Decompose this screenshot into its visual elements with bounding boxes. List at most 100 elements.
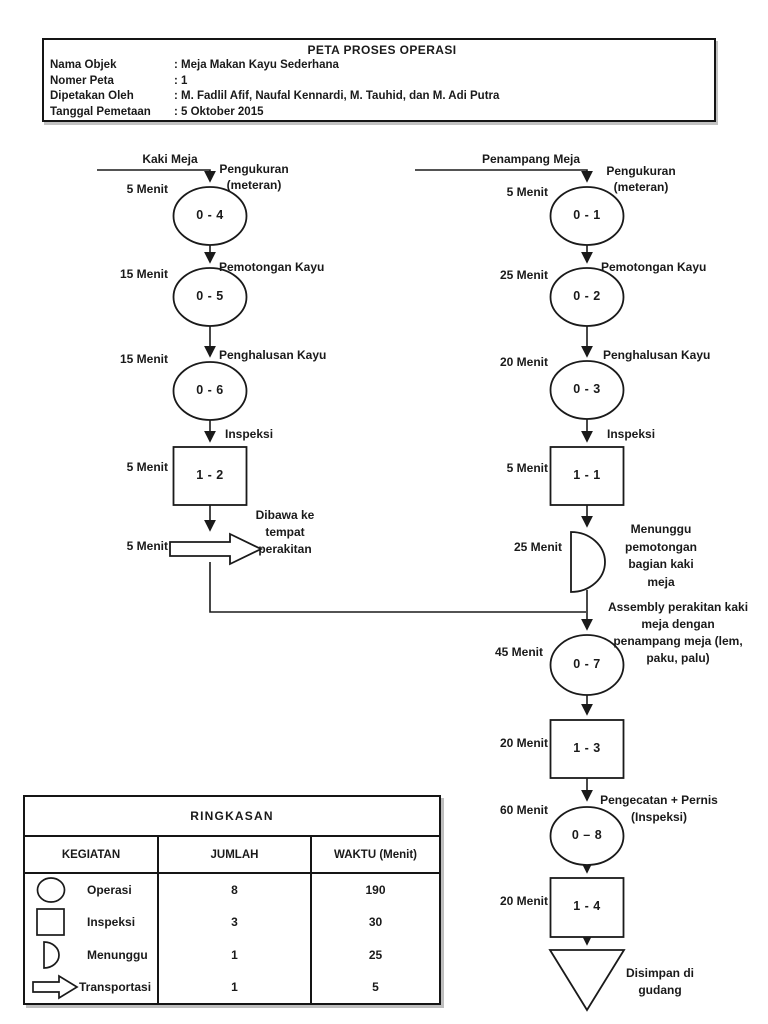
time-label: 20 Menit (499, 355, 548, 369)
time-label: 5 Menit (506, 461, 548, 475)
node-id-0-5: 0 - 5 (196, 289, 224, 303)
operation-circle-0-8 (549, 806, 625, 866)
operation-circle-icon (35, 876, 87, 904)
material-line-penampang-meja (415, 169, 593, 183)
kegiatan-label: Operasi (87, 883, 132, 898)
kegiatan-label: Menunggu (87, 947, 148, 962)
step-desc: Penghalusan Kayu (219, 348, 327, 362)
field-label: Dipetakan Oleh (50, 90, 134, 102)
header-field-tanggal-pemetaan: Tanggal Pemetaan : 5 Oktober 2015 (50, 105, 714, 121)
header-field-nama-objek: Nama Objek : Meja Makan Kayu Sederhana (50, 58, 714, 74)
node-id-1-2: 1 - 2 (196, 468, 224, 482)
operation-circle-0-6 (172, 361, 248, 421)
table-row-menunggu: Menunggu 1 25 (25, 938, 439, 971)
step-desc: Pengukuran (meteran) (606, 164, 676, 194)
step-desc: Disimpan di gudang (625, 966, 694, 997)
column-header-kegiatan: KEGIATAN (61, 848, 121, 861)
jumlah-value: 8 (157, 874, 312, 907)
kegiatan-label: Transportasi (79, 979, 152, 994)
node-id-0-4: 0 - 4 (196, 208, 224, 222)
step-desc: Pengukuran (meteran) (219, 162, 289, 192)
time-label: 25 Menit (499, 268, 548, 282)
time-label: 5 Menit (126, 182, 168, 196)
table-row-inspeksi: Inspeksi 3 30 (25, 906, 439, 939)
storage-triangle-shape (548, 949, 626, 1012)
operation-circle-0-1 (549, 186, 625, 246)
time-label: 5 Menit (126, 539, 168, 553)
waktu-value: 5 (372, 979, 379, 994)
operation-circle-0-5 (172, 267, 248, 327)
kegiatan-label: Inspeksi (87, 915, 136, 930)
time-label: 5 Menit (126, 460, 168, 474)
jumlah-value: 1 (157, 938, 312, 971)
node-id-1-4: 1 - 4 (573, 899, 601, 913)
operation-circle-0-2 (549, 267, 625, 327)
field-value: : M. Fadlil Afif, Naufal Kennardi, M. Ta… (174, 90, 500, 102)
step-desc: Pemotongan Kayu (219, 260, 325, 274)
inspection-square-1-4 (549, 877, 625, 938)
waktu-value: 30 (368, 915, 383, 930)
operation-circle-0-3 (549, 360, 625, 420)
waktu-value: 190 (365, 883, 386, 898)
summary-body: Operasi 8 190 Inspeksi 3 30 (25, 874, 439, 1003)
field-value: : 5 Oktober 2015 (174, 105, 264, 118)
time-label: 45 Menit (494, 645, 543, 659)
inspection-square-1-3 (549, 719, 625, 779)
table-row-transportasi: Transportasi 1 5 (25, 970, 439, 1003)
time-label: 25 Menit (513, 540, 562, 554)
jumlah-value: 1 (157, 970, 312, 1003)
field-label: Nama Objek (50, 59, 117, 71)
step-desc: Menunggu pemotongan bagian kaki meja (625, 522, 697, 589)
transport-arrow-shape (169, 532, 264, 566)
time-label: 60 Menit (499, 803, 548, 817)
material-label-kaki-meja: Kaki Meja (142, 152, 198, 166)
material-label-penampang-meja: Penampang Meja (481, 152, 581, 166)
operation-circle-0-4 (172, 186, 248, 246)
inspection-square-1-1 (549, 446, 625, 506)
time-label: 5 Menit (506, 185, 548, 199)
field-value: : 1 (174, 74, 188, 87)
operation-circle-0-7 (549, 634, 625, 696)
time-label: 20 Menit (499, 736, 548, 750)
step-desc: Pemotongan Kayu (601, 260, 707, 274)
summary-title: RINGKASAN (25, 797, 439, 837)
step-desc: Pengecatan + Pernis (Inspeksi) (600, 793, 718, 824)
field-value: : Meja Makan Kayu Sederhana (174, 59, 339, 71)
delay-halfcircle-shape (570, 531, 606, 593)
step-desc: Inspeksi (607, 427, 656, 441)
time-label: 15 Menit (119, 267, 168, 281)
node-id-1-3: 1 - 3 (573, 741, 601, 755)
step-desc: Penghalusan Kayu (603, 348, 711, 362)
inspection-square-1-2 (172, 446, 248, 506)
time-label: 15 Menit (119, 352, 168, 366)
node-id-0-1: 0 - 1 (573, 208, 601, 222)
time-label: 20 Menit (499, 894, 548, 908)
node-id-0-6: 0 - 6 (196, 383, 224, 397)
step-desc: Inspeksi (225, 427, 274, 441)
column-header-jumlah: JUMLAH (157, 837, 312, 872)
table-row-operasi: Operasi 8 190 (25, 874, 439, 907)
field-label: Tanggal Pemetaan (50, 105, 151, 118)
header-field-nomer-peta: Nomer Peta : 1 (50, 74, 714, 90)
node-id-0-3: 0 - 3 (573, 382, 601, 396)
node-id-0-8: 0 – 8 (571, 828, 603, 842)
summary-table: RINGKASAN KEGIATAN JUMLAH WAKTU (Menit) … (23, 795, 441, 1005)
waktu-value: 25 (368, 947, 383, 962)
material-line-kaki-meja (97, 169, 216, 183)
column-header-waktu: WAKTU (Menit) (333, 848, 418, 861)
jumlah-value: 3 (157, 906, 312, 939)
node-id-0-2: 0 - 2 (573, 289, 601, 303)
step-desc: Assembly perakitan kaki meja dengan pena… (607, 600, 749, 665)
page-title: PETA PROSES OPERASI (307, 43, 457, 57)
join-line-left-to-right (209, 562, 586, 613)
field-label: Nomer Peta (50, 74, 114, 87)
step-desc: Dibawa ke tempat perakitan (255, 508, 315, 556)
delay-halfcircle-icon (35, 939, 87, 971)
node-id-0-7: 0 - 7 (573, 657, 601, 671)
transport-arrow-icon (31, 974, 83, 1000)
summary-header-row: KEGIATAN JUMLAH WAKTU (Menit) (25, 837, 439, 874)
header-field-dipetakan-oleh: Dipetakan Oleh : M. Fadlil Afif, Naufal K… (50, 89, 714, 105)
inspection-square-icon (35, 907, 87, 937)
